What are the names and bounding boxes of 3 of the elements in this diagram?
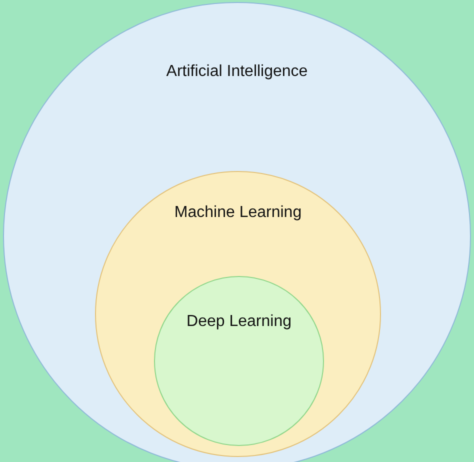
circle-label: Artificial Intelligence xyxy=(166,63,308,81)
circle-label: Deep Learning xyxy=(186,313,292,331)
circle-label: Machine Learning xyxy=(174,204,302,222)
